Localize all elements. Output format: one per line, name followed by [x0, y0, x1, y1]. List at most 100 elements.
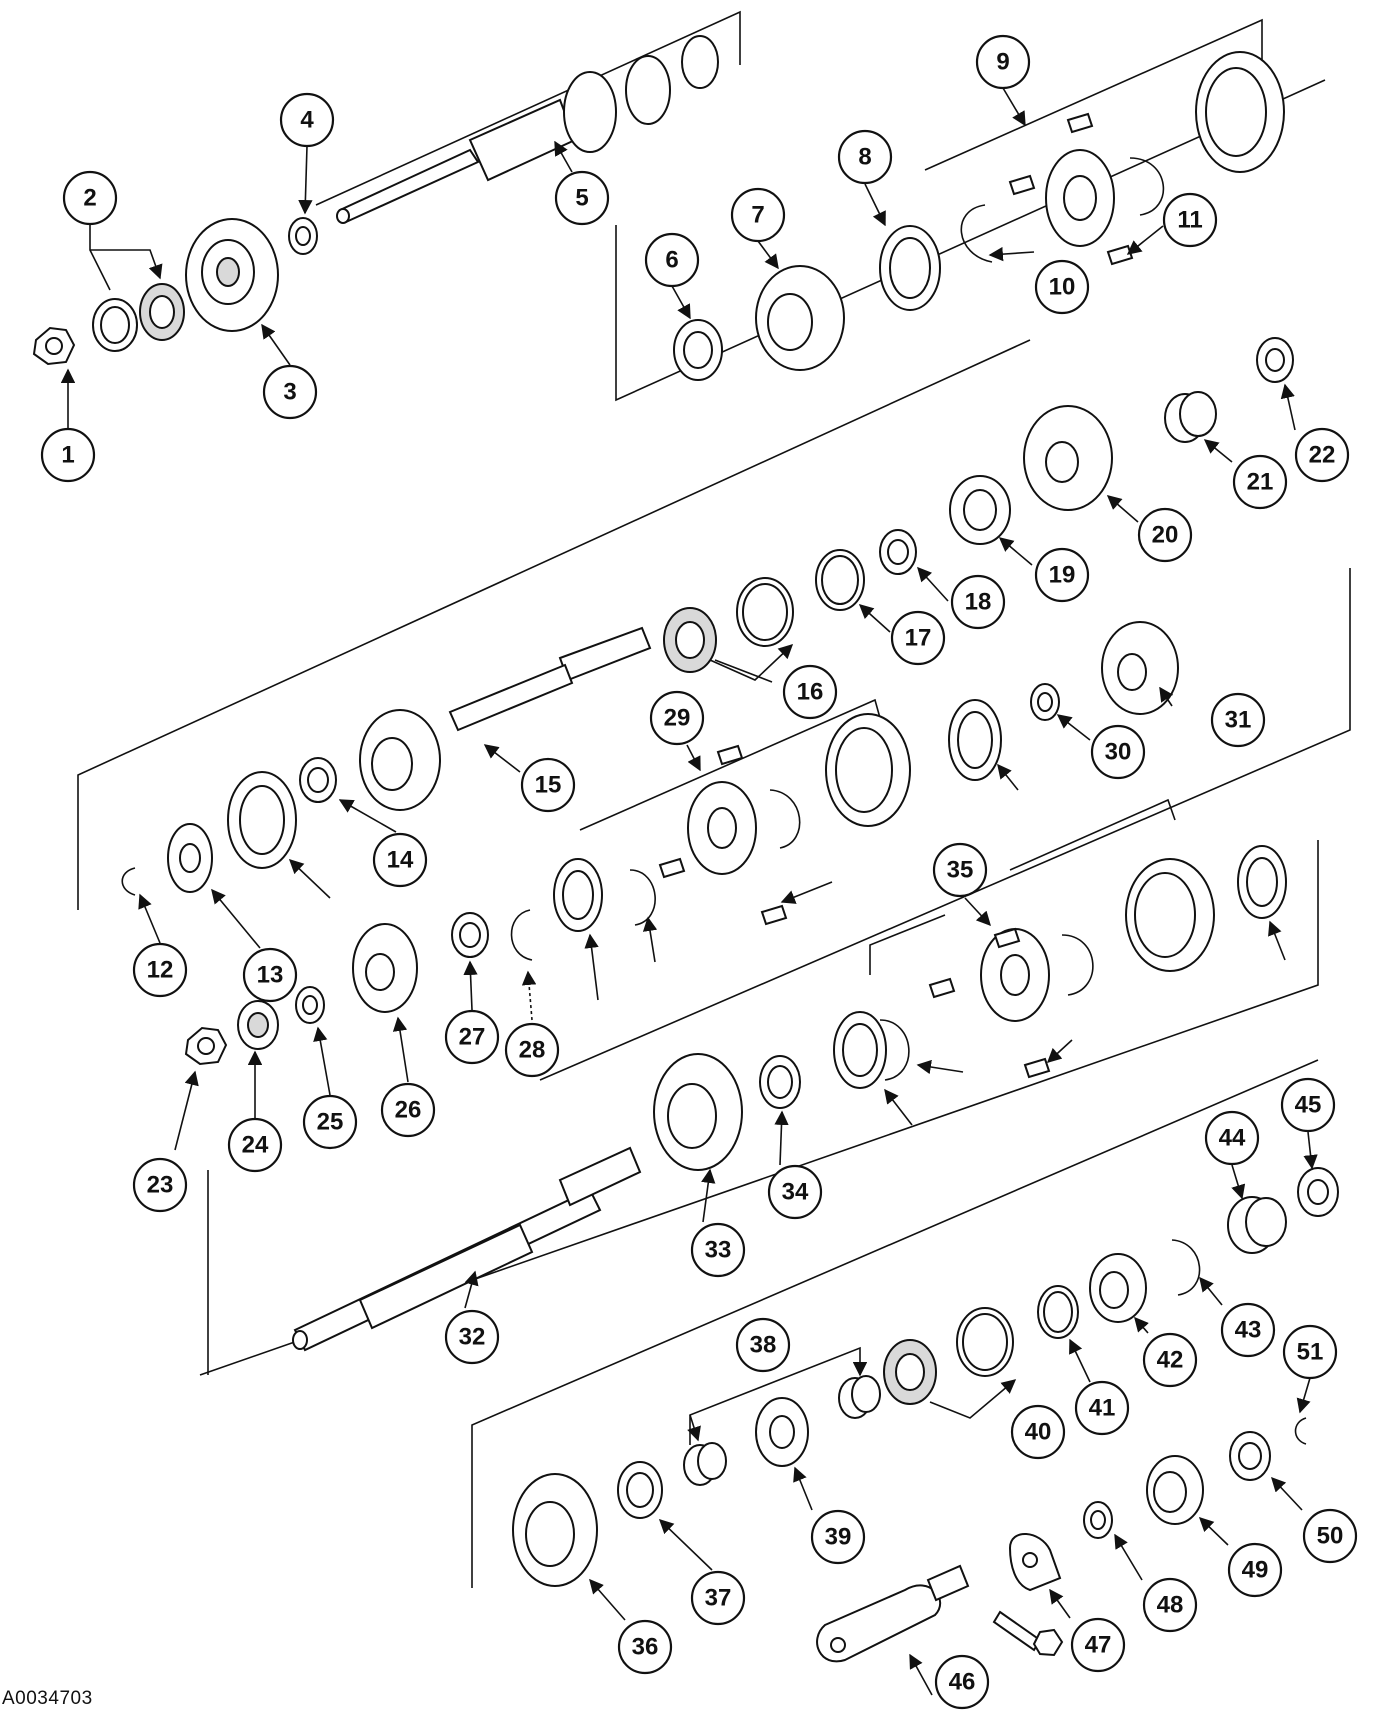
- callout-45: 45: [1280, 1077, 1336, 1133]
- part-29-sleeve-icon: [825, 713, 911, 827]
- svg-text:22: 22: [1309, 442, 1336, 469]
- parts: [32, 35, 1339, 1663]
- callout-37: 37: [690, 1570, 746, 1626]
- part-38-sleeve-icon: [683, 1442, 727, 1486]
- part-22-nut-icon: [1256, 337, 1294, 383]
- svg-text:11: 11: [1177, 207, 1202, 234]
- callout-1: 1: [40, 427, 96, 483]
- callout-33: 33: [690, 1222, 746, 1278]
- svg-text:15: 15: [535, 772, 562, 799]
- callout-46: 46: [934, 1654, 990, 1710]
- part-33-gear-icon: [653, 1053, 743, 1171]
- callout-31: 31: [1210, 692, 1266, 748]
- part-41-shim-icon: [1037, 1285, 1079, 1339]
- part-8-synchronizer-ring-icon: [879, 225, 941, 311]
- svg-text:34: 34: [782, 1179, 809, 1206]
- svg-text:26: 26: [395, 1097, 422, 1124]
- part-29-hub-icon: [687, 781, 757, 875]
- svg-text:51: 51: [1297, 1339, 1324, 1366]
- part-37-needle-bearing-icon: [617, 1461, 663, 1519]
- callout-28: 28: [504, 1022, 560, 1078]
- leader-lines: [60, 87, 1318, 1696]
- svg-text:1: 1: [61, 442, 74, 469]
- part-19-retainer-icon: [949, 475, 1011, 545]
- callout-34: 34: [767, 1164, 823, 1220]
- svg-text:3: 3: [283, 379, 296, 406]
- svg-text:5: 5: [575, 185, 588, 212]
- callout-44: 44: [1204, 1110, 1260, 1166]
- callout-5: 5: [554, 170, 610, 226]
- part-32-mainshaft-icon: [292, 1146, 642, 1352]
- part-36-gear-icon: [512, 1473, 598, 1587]
- callout-9: 9: [975, 34, 1031, 90]
- part-27-shim-icon: [451, 912, 489, 958]
- part-40-bearing-cone-icon: [883, 1339, 937, 1405]
- svg-text:24: 24: [242, 1132, 269, 1159]
- part-8-synchronizer-ring-icon: [553, 858, 603, 932]
- part-42-gear-icon: [1089, 1253, 1147, 1323]
- part-34-needle-bearing-icon: [759, 1055, 801, 1109]
- svg-text:23: 23: [147, 1172, 174, 1199]
- part-10-spring-icon: [960, 204, 993, 263]
- callout-15: 15: [520, 757, 576, 813]
- part-8-synchronizer-ring-icon: [1237, 845, 1287, 919]
- part-9-sleeve-icon: [1195, 51, 1285, 173]
- callout-35: 35: [932, 842, 988, 898]
- callout-18: 18: [950, 574, 1006, 630]
- part-20-gear-icon: [1023, 405, 1113, 511]
- part-25-needle-bearing-icon: [295, 986, 325, 1024]
- part-9-synchro-hub-icon: [1045, 149, 1115, 247]
- callout-40: 40: [1010, 1404, 1066, 1460]
- part-15-countershaft-icon: [359, 626, 652, 811]
- svg-text:20: 20: [1152, 522, 1179, 549]
- svg-text:50: 50: [1317, 1523, 1344, 1550]
- svg-text:13: 13: [257, 962, 284, 989]
- callout-24: 24: [227, 1117, 283, 1173]
- part-38-sleeve-icon: [838, 1375, 881, 1419]
- svg-text:44: 44: [1219, 1125, 1246, 1152]
- callout-12: 12: [132, 942, 188, 998]
- figure-id-label: A0034703: [2, 1688, 93, 1709]
- svg-text:30: 30: [1105, 739, 1132, 766]
- part-3-gear-icon: [185, 218, 279, 332]
- callout-25: 25: [302, 1094, 358, 1150]
- part-26-gear-icon: [352, 923, 418, 1013]
- callout-19: 19: [1034, 547, 1090, 603]
- callout-22: 22: [1294, 427, 1350, 483]
- part-28-spring-icon: [510, 909, 533, 961]
- part-47-plate-icon: [1008, 1533, 1062, 1592]
- part-10-spring-icon: [1129, 157, 1165, 216]
- callout-38: 38: [735, 1317, 791, 1373]
- part-16-bearing-cup-icon: [736, 577, 794, 647]
- callout-43: 43: [1220, 1302, 1276, 1358]
- svg-text:21: 21: [1247, 469, 1274, 496]
- callout-39: 39: [810, 1509, 866, 1565]
- svg-text:2: 2: [83, 185, 96, 212]
- part-21-spacer-icon: [1164, 391, 1217, 443]
- svg-text:12: 12: [147, 957, 174, 984]
- svg-text:47: 47: [1085, 1632, 1112, 1659]
- svg-text:27: 27: [459, 1024, 486, 1051]
- part-51-clip-icon: [1294, 1417, 1307, 1445]
- callout-30: 30: [1090, 724, 1146, 780]
- part-18-bushing-icon: [879, 529, 917, 575]
- part-35-hub-icon: [980, 928, 1050, 1022]
- svg-text:40: 40: [1025, 1419, 1052, 1446]
- svg-text:19: 19: [1049, 562, 1076, 589]
- part-45-nut-icon: [1297, 1167, 1339, 1217]
- svg-text:45: 45: [1295, 1092, 1322, 1119]
- svg-text:35: 35: [947, 857, 974, 884]
- svg-text:33: 33: [705, 1237, 732, 1264]
- callout-10: 10: [1034, 259, 1090, 315]
- svg-text:32: 32: [459, 1324, 486, 1351]
- part-11-key-icon: [1008, 112, 1134, 266]
- svg-text:48: 48: [1157, 1592, 1184, 1619]
- part-43-snap-ring-icon: [1171, 1239, 1201, 1296]
- svg-text:17: 17: [905, 625, 932, 652]
- part-24-bearing-icon: [237, 1000, 279, 1050]
- callout-21: 21: [1232, 454, 1288, 510]
- svg-text:46: 46: [949, 1669, 976, 1696]
- callout-11: 11: [1162, 192, 1218, 248]
- part-50-washer-icon: [1229, 1431, 1271, 1481]
- svg-text:9: 9: [996, 49, 1009, 76]
